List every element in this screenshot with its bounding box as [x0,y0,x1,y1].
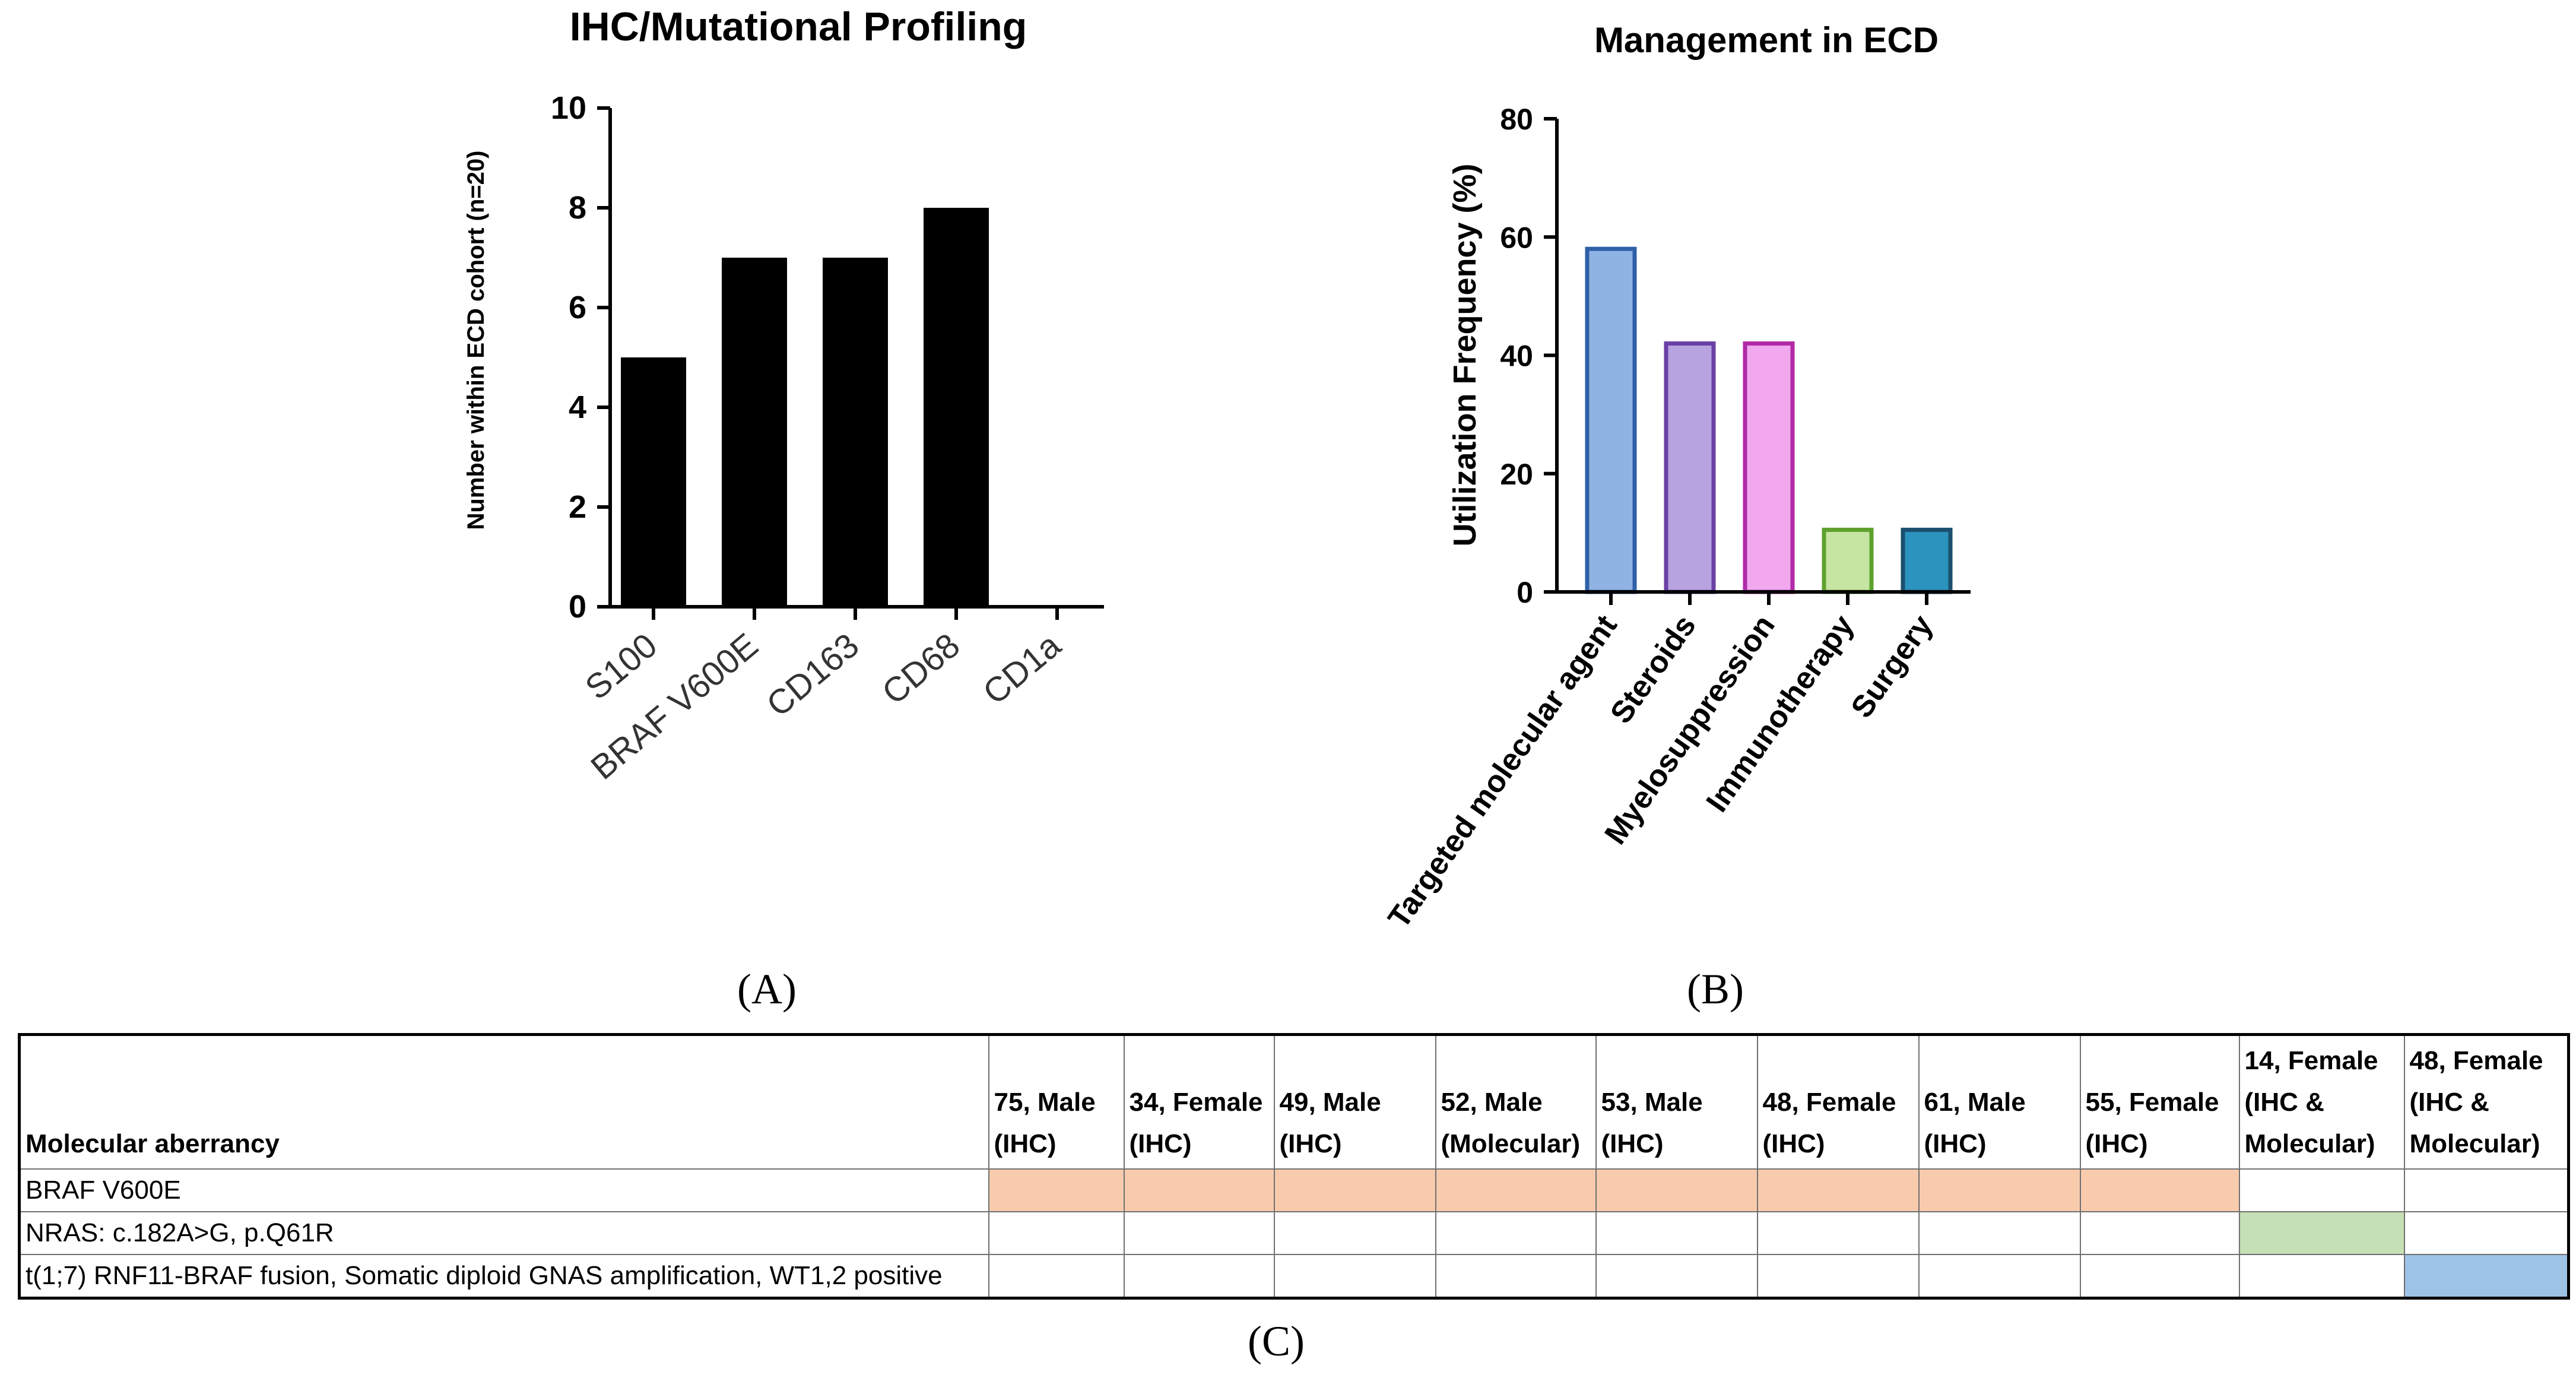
table-header-patient: 34, Female (IHC) [1123,1034,1275,1170]
aberrancy-table: Molecular aberrancy 75, Male (IHC) 34, Fe… [18,1033,2570,1300]
table-row-label: NRAS: c.182A>G, p.Q61R [18,1211,989,1255]
aberrancy-table-container: Molecular aberrancy 75, Male (IHC) 34, Fe… [18,1033,2570,1300]
table-cell-empty [1435,1211,1597,1255]
table-cell-empty [2079,1211,2240,1255]
chart-a-ytick-label: 8 [569,190,586,226]
chart-b-bar [1743,341,1795,594]
panel-b-label: (B) [1687,965,1744,1013]
chart-a-ytick-label: 10 [551,90,586,126]
table-cell-positive [1918,1168,2081,1212]
chart-management: Management in ECD Utilization Frequency … [1382,20,1971,935]
table-cell-positive [988,1168,1125,1212]
chart-a-xtick-label: CD163 [759,626,866,724]
table-row: NRAS: c.182A>G, p.Q61R [18,1211,2569,1255]
table-row-label: BRAF V600E [18,1168,989,1212]
table-cell-positive [2079,1168,2240,1212]
chart-b-xtick-label: Targeted molecular agent [1382,609,1624,935]
chart-b-title: Management in ECD [1594,20,1939,60]
chart-a-xtick-label: S100 [578,626,665,707]
table-cell-empty [1273,1253,1436,1298]
chart-a-ytick-label: 6 [569,290,586,325]
table-header-patient: 53, Male (IHC) [1595,1034,1758,1170]
table-row-label: t(1;7) RNF11-BRAF fusion, Somatic diploi… [18,1253,989,1298]
table-header-patient-text: 52, Male (Molecular) [1441,1087,1581,1158]
chart-b-bar [1822,527,1874,594]
table-cell-empty [1918,1211,2081,1255]
table-cell-empty [1123,1253,1275,1298]
table-header-patient: 48, Female (IHC) [1756,1034,1920,1170]
table-cell-positive [1123,1168,1275,1212]
table-header-patient: 61, Male (IHC) [1918,1034,2081,1170]
panel-a-label: (A) [737,965,797,1013]
table-header-patient-text: 14, Female (IHC & Molecular) [2244,1045,2378,1158]
table-row: BRAF V600E [18,1168,2569,1212]
table-cell-empty [1273,1211,1436,1255]
table-header-patient: 75, Male (IHC) [988,1034,1125,1170]
table-cell-positive [1595,1168,1758,1212]
chart-a-ytick-label: 2 [569,489,586,525]
table-header-row: Molecular aberrancy 75, Male (IHC) 34, Fe… [18,1034,2569,1170]
chart-a-title: IHC/Mutational Profiling [570,4,1027,49]
chart-b-ylabel: Utilization Frequency (%) [1447,163,1483,546]
chart-b-ytick-label: 40 [1500,340,1533,373]
table-header-patient-text: 48, Female (IHC) [1762,1087,1896,1158]
chart-a-bar [621,357,686,607]
table-header-patient-text: 34, Female (IHC) [1129,1087,1263,1158]
chart-a-xtick-label: CD1a [976,626,1068,712]
chart-b-bar [1585,246,1637,594]
chart-b-xtick-label: Immunotherapy [1700,609,1861,819]
table-header-patient: 52, Male (Molecular) [1435,1034,1597,1170]
table-header-patient-text: 61, Male (IHC) [1924,1087,2026,1158]
table-cell-empty [1756,1211,1920,1255]
table-cell-positive [1435,1168,1597,1212]
chart-b-ytick-label: 80 [1500,103,1533,136]
table-header-patient-text: 55, Female (IHC) [2085,1087,2219,1158]
table-cell-positive [2403,1253,2569,1298]
chart-a-ylabel: Number within ECD cohort (n=20) [463,151,489,530]
table-cell-positive [2238,1211,2405,1255]
table-header-patient-text: 53, Male (IHC) [1601,1087,1703,1158]
table-cell-empty [988,1211,1125,1255]
table-cell-empty [1435,1253,1597,1298]
chart-a-bar [823,258,888,607]
table-cell-positive [1756,1168,1920,1212]
table-cell-empty [1123,1211,1275,1255]
table-header-patient: 49, Male (IHC) [1273,1034,1436,1170]
chart-a-ytick-label: 4 [569,389,586,425]
table-header-patient-text: 48, Female (IHC & Molecular) [2409,1045,2543,1158]
table-header-patient-text: 49, Male (IHC) [1279,1087,1381,1158]
chart-b-ytick-label: 0 [1517,576,1533,609]
table-cell-empty [988,1253,1125,1298]
chart-a-bar [722,258,787,607]
chart-b-ytick-label: 60 [1500,221,1533,254]
table-cell-empty [2079,1253,2240,1298]
table-cell-positive [1273,1168,1436,1212]
table-header-patient: 48, Female (IHC & Molecular) [2403,1034,2569,1170]
table-cell-empty [2403,1168,2569,1212]
table-header-aberrancy: Molecular aberrancy [18,1034,989,1170]
table-row: t(1;7) RNF11-BRAF fusion, Somatic diploi… [18,1253,2569,1298]
chart-ihc-profiling: IHC/Mutational Profiling Number within E… [463,4,1104,787]
table-cell-empty [2238,1168,2405,1212]
chart-b-ytick-label: 20 [1500,458,1533,491]
table-cell-empty [1595,1211,1758,1255]
table-cell-empty [2238,1253,2405,1298]
table-header-patient: 55, Female (IHC) [2079,1034,2240,1170]
chart-b-xtick-label: Surgery [1845,609,1940,724]
table-cell-empty [1918,1253,2081,1298]
chart-a-bar [924,208,989,607]
table-header-patient: 14, Female (IHC & Molecular) [2238,1034,2405,1170]
table-header-patient-text: 75, Male (IHC) [994,1087,1096,1158]
chart-b-bar [1901,527,1953,594]
chart-b-bar [1664,341,1716,594]
table-cell-empty [2403,1211,2569,1255]
chart-a-ytick-label: 0 [569,589,586,625]
panel-c-label: (C) [1248,1317,1305,1365]
chart-a-xtick-label: CD68 [875,626,967,712]
table-cell-empty [1756,1253,1920,1298]
table-cell-empty [1595,1253,1758,1298]
